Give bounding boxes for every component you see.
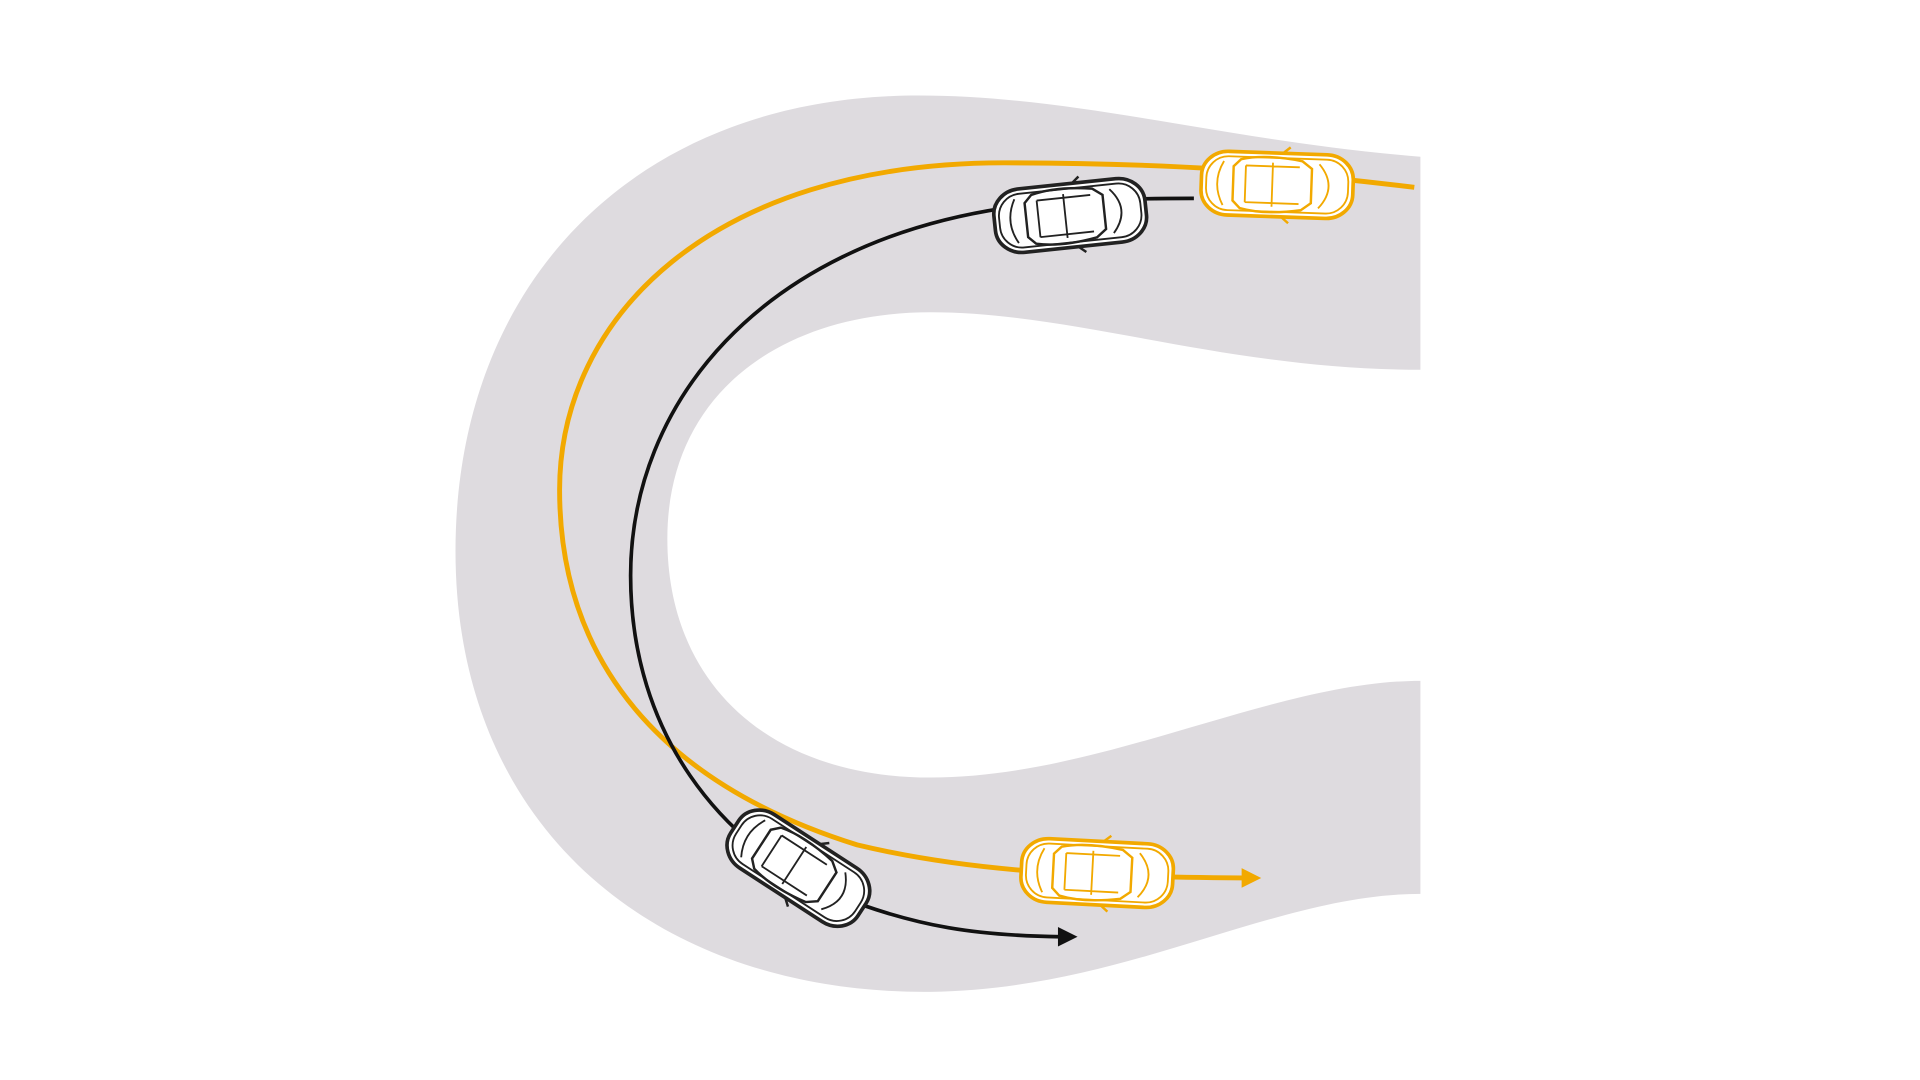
ideal-driving-line — [557, 160, 1415, 881]
actual-line-arrowhead — [1057, 926, 1078, 947]
car-icon — [1198, 142, 1357, 228]
car-icon — [1017, 829, 1177, 917]
road — [455, 95, 1421, 992]
ideal-line-arrowhead — [1241, 868, 1262, 888]
